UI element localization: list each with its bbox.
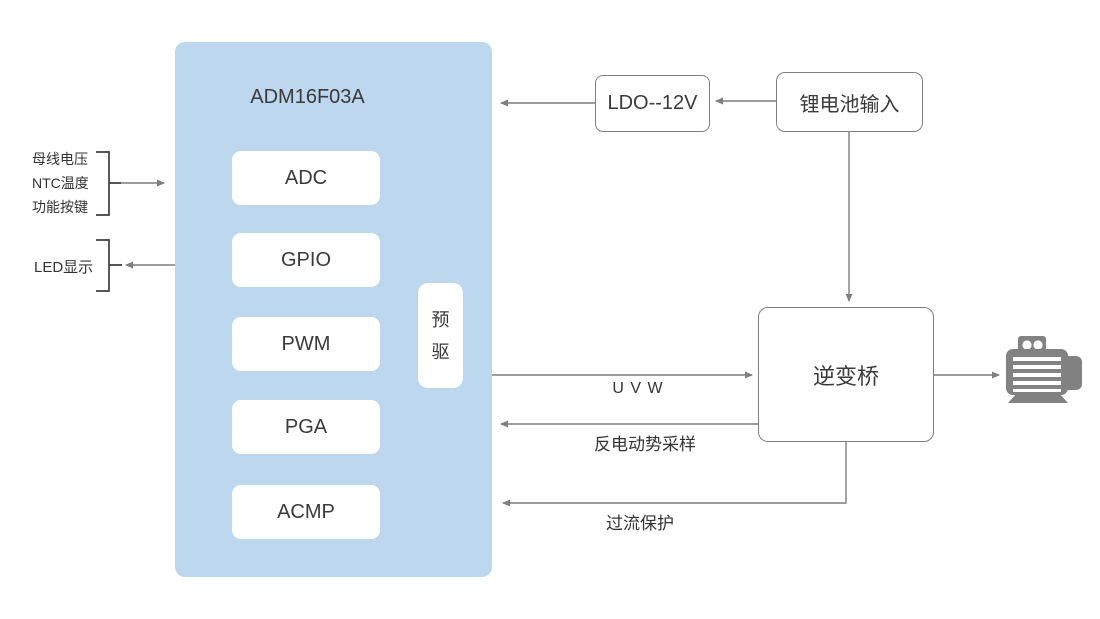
led-bracket [96,239,122,292]
analog-inputs-label: 母线电压 NTC温度 功能按键 [32,147,89,219]
inputs-bracket [96,151,121,216]
led-display-label: LED显示 [34,259,94,276]
motor-icon [1006,336,1082,403]
ntc-temp-label: NTC温度 [32,175,89,191]
back-emf-sampling-label: 反电动势采样 [594,435,696,454]
bus-voltage-label: 母线电压 [32,151,88,167]
chip-module-pga: PGA [232,400,380,454]
battery-input-box: 锂电池输入 [776,72,923,132]
chip-module-pwm: PWM [232,317,380,371]
function-key-label: 功能按键 [32,199,88,215]
ldo-box: LDO--12V [595,75,710,132]
chip-module-predriver: 预驱 [418,283,463,388]
uvw-signal-label: U V W [612,380,664,397]
chip-title: ADM16F03A [250,86,365,108]
chip-module-acmp: ACMP [232,485,380,539]
chip-module-gpio: GPIO [232,233,380,287]
overcurrent-protect-label: 过流保护 [606,514,674,533]
chip-module-adc: ADC [232,151,380,205]
inverter-bridge-box: 逆变桥 [758,307,934,442]
